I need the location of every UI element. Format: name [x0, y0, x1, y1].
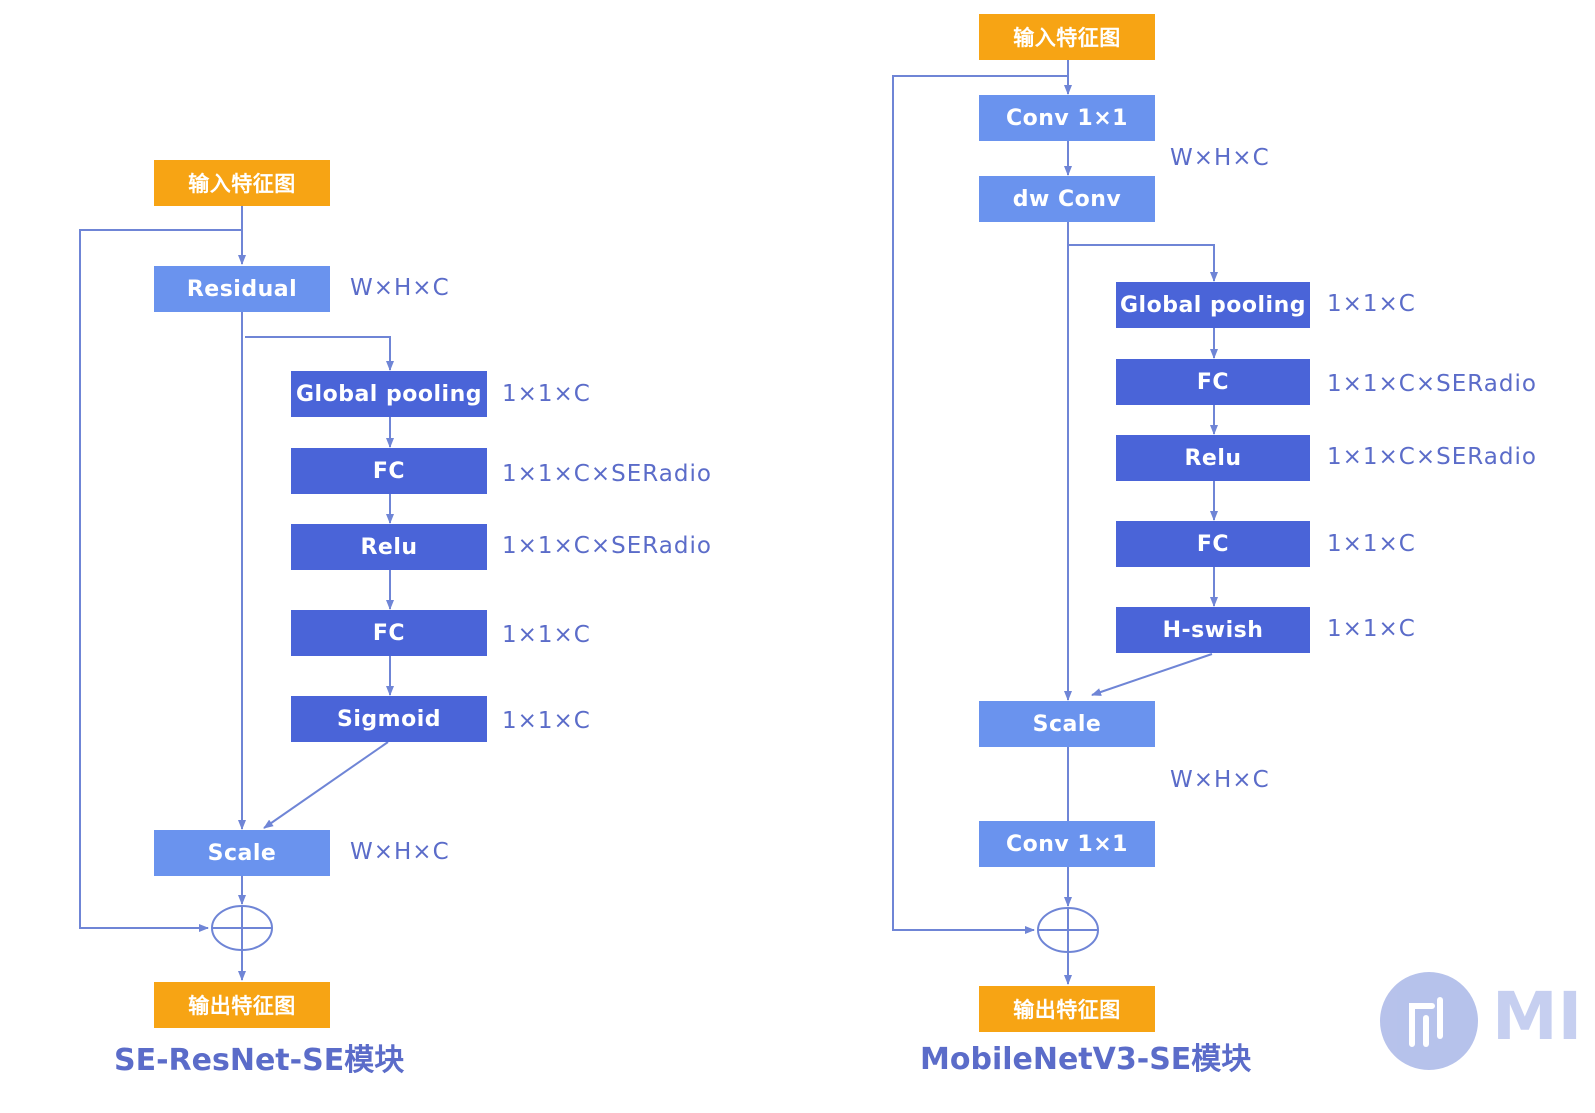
right-dim-fc2: 1×1×C [1327, 531, 1416, 557]
right-relu-box: Relu [1116, 435, 1310, 481]
left-fc2-box: FC [291, 610, 487, 656]
left-input-box: 输入特征图 [154, 160, 330, 206]
left-dim-fc2: 1×1×C [502, 622, 591, 648]
right-conv1-box: Conv 1×1 [979, 95, 1155, 141]
left-sigmoid-box: Sigmoid [291, 696, 487, 742]
logo-glyph-icon [1409, 997, 1443, 1047]
right-dim-conv: W×H×C [1170, 145, 1270, 171]
left-add-symbol [211, 905, 273, 951]
left-relu-box: Relu [291, 524, 487, 570]
right-output-box: 输出特征图 [979, 986, 1155, 1032]
right-input-box: 输入特征图 [979, 14, 1155, 60]
right-fc1-box: FC [1116, 359, 1310, 405]
right-fc2-box: FC [1116, 521, 1310, 567]
right-branch-se [1068, 244, 1218, 282]
left-branch-se [245, 336, 394, 371]
right-dim-fc1: 1×1×C×SERadio [1327, 371, 1537, 397]
left-dim-residual: W×H×C [350, 275, 450, 301]
right-dim-hswish: 1×1×C [1327, 616, 1416, 642]
left-fc1-box: FC [291, 448, 487, 494]
left-diagram-title: SE-ResNet-SE模块 [114, 1043, 405, 1078]
left-line-sigmoid-scale [263, 741, 389, 829]
right-add-symbol [1037, 907, 1099, 953]
right-dw-conv-box: dw Conv [979, 176, 1155, 222]
watermark-text: MI [1492, 978, 1583, 1055]
right-dim-scale: W×H×C [1170, 767, 1270, 793]
right-hswish-box: H-swish [1116, 607, 1310, 653]
left-output-box: 输出特征图 [154, 982, 330, 1028]
right-diagram-title: MobileNetV3-SE模块 [920, 1042, 1252, 1077]
left-skip-connection [79, 229, 242, 932]
left-dim-fc1: 1×1×C×SERadio [502, 461, 712, 487]
left-dim-scale: W×H×C [350, 839, 450, 865]
right-dim-relu: 1×1×C×SERadio [1327, 444, 1537, 470]
right-global-pooling-box: Global pooling [1116, 282, 1310, 328]
logo-icon [1380, 972, 1478, 1070]
left-global-pooling-box: Global pooling [291, 371, 487, 417]
right-scale-box: Scale [979, 701, 1155, 747]
watermark: MI [1380, 972, 1595, 1072]
left-residual-box: Residual [154, 266, 330, 312]
left-dim-relu: 1×1×C×SERadio [502, 533, 712, 559]
left-scale-box: Scale [154, 830, 330, 876]
right-line-hswish-scale [1091, 653, 1213, 696]
right-dim-global-pooling: 1×1×C [1327, 291, 1416, 317]
left-dim-global-pooling: 1×1×C [502, 381, 591, 407]
left-dim-sigmoid: 1×1×C [502, 708, 591, 734]
right-skip-connection [892, 75, 1068, 934]
right-conv2-box: Conv 1×1 [979, 821, 1155, 867]
